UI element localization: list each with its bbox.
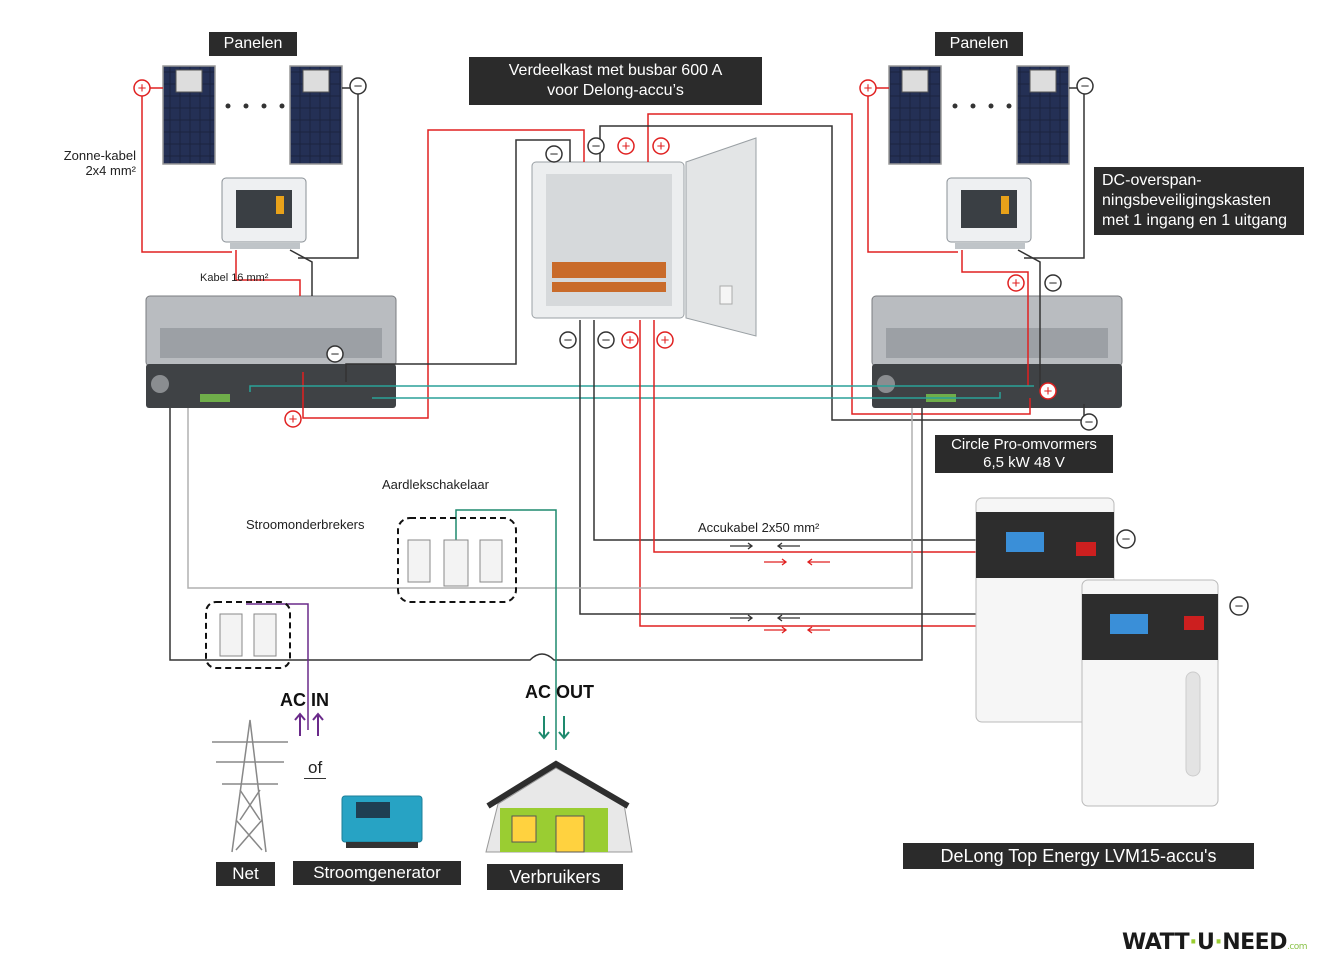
- logo-sep: ·: [1214, 930, 1223, 955]
- ac-wires: [169, 408, 923, 750]
- brand-logo: WATT·U·NEED.com: [1122, 930, 1308, 955]
- solar-cable-label: Zonne-kabel 2x4 mm²: [40, 148, 136, 178]
- panels-right-label: Panelen: [935, 32, 1023, 56]
- svg-text:−: −: [602, 332, 611, 349]
- minus-marker: −: [349, 77, 367, 95]
- inverter-label: Circle Pro-omvormers 6,5 kW 48 V: [935, 435, 1113, 473]
- dc-protection-box-left: [221, 177, 307, 249]
- plus-marker: +: [656, 331, 674, 349]
- plus-marker: +: [859, 79, 877, 97]
- panels-left-label: Panelen: [209, 32, 297, 56]
- busbar-distribution-box: [531, 137, 757, 337]
- battery-label: DeLong Top Energy LVM15-accu's: [903, 843, 1254, 869]
- breaker-group-ac-out: [397, 517, 517, 603]
- generator-label: Stroomgenerator: [293, 861, 461, 885]
- minus-marker: −: [545, 145, 563, 163]
- house: [485, 760, 633, 853]
- panel-dots-right: [952, 103, 1012, 109]
- battery-2: [1081, 579, 1219, 807]
- dc-protection-line2: ningsbeveiligingskasten: [1102, 192, 1271, 209]
- minus-marker: −: [597, 331, 615, 349]
- svg-text:−: −: [354, 78, 363, 95]
- svg-text:+: +: [1044, 383, 1053, 400]
- svg-text:−: −: [1049, 275, 1058, 292]
- solar-panel-left-1: [162, 65, 216, 165]
- inverter-left: [145, 295, 397, 408]
- svg-text:−: −: [1235, 598, 1244, 615]
- plus-marker: +: [621, 331, 639, 349]
- svg-text:−: −: [550, 146, 559, 163]
- battery-1: [975, 497, 1115, 723]
- logo-sep: ·: [1189, 930, 1197, 955]
- minus-marker: −: [326, 345, 344, 363]
- logo-part-a: WATT: [1122, 930, 1190, 955]
- svg-text:+: +: [622, 138, 631, 155]
- communication-wires: [249, 385, 1034, 399]
- svg-text:−: −: [592, 138, 601, 155]
- svg-text:−: −: [1122, 531, 1131, 548]
- logo-part-b: U: [1196, 930, 1215, 955]
- panel-dots-left: [225, 103, 285, 109]
- svg-text:−: −: [1085, 414, 1094, 431]
- svg-text:+: +: [864, 80, 873, 97]
- cable16-label: Kabel 16 mm²: [200, 272, 269, 284]
- plus-marker: +: [1007, 274, 1025, 292]
- inverter-label-line2: 6,5 kW 48 V: [983, 454, 1065, 471]
- solar-panel-left-2: [289, 65, 343, 165]
- solar-wires: [141, 87, 1085, 390]
- minus-marker: −: [559, 331, 577, 349]
- dc-protection-line1: DC-overspan-: [1102, 172, 1202, 189]
- current-arrows: [730, 542, 830, 634]
- plus-marker: +: [652, 137, 670, 155]
- svg-text:+: +: [661, 332, 670, 349]
- plus-marker: +: [617, 137, 635, 155]
- grid-tower: [212, 719, 288, 853]
- polarity-markers: + − + − − − + + − − + + − + + − + − − −: [133, 77, 1249, 616]
- svg-text:+: +: [626, 332, 635, 349]
- consumers-label: Verbruikers: [487, 864, 623, 890]
- plus-marker: +: [133, 79, 151, 97]
- or-label: of: [304, 758, 327, 779]
- svg-text:+: +: [1012, 275, 1021, 292]
- solar-panel-right-1: [888, 65, 942, 165]
- minus-marker: −: [1076, 77, 1094, 95]
- breaker-group-ac-in: [205, 601, 291, 669]
- rcd-label: Aardlekschakelaar: [382, 477, 489, 492]
- svg-text:+: +: [289, 411, 298, 428]
- ac-in-label: AC IN: [280, 690, 329, 710]
- battery-cable-label: Accukabel 2x50 mm²: [698, 520, 820, 535]
- ac-out-arrows: [538, 716, 570, 740]
- solar-cable-line1: Zonne-kabel: [63, 148, 136, 163]
- generator: [341, 795, 423, 848]
- inverter-right: [871, 295, 1123, 408]
- breakers-label: Stroomonderbrekers: [246, 517, 365, 532]
- ac-out-label: AC OUT: [525, 682, 594, 702]
- ac-in-arrows: [294, 712, 324, 736]
- busbar-label-line2: voor Delong-accu’s: [547, 82, 684, 99]
- busbar-label-line1: Verdeelkast met busbar 600 A: [508, 62, 723, 79]
- svg-text:−: −: [331, 346, 340, 363]
- svg-text:−: −: [564, 332, 573, 349]
- net-label: Net: [216, 862, 275, 886]
- dc-protection-box-right: [946, 177, 1032, 249]
- plus-marker: +: [284, 410, 302, 428]
- inverter-label-line1: Circle Pro-omvormers: [951, 436, 1097, 453]
- solar-cable-line2: 2x4 mm²: [85, 163, 136, 178]
- minus-marker: −: [1116, 529, 1136, 549]
- logo-part-c: NEED: [1222, 930, 1287, 955]
- minus-marker: −: [1044, 274, 1062, 292]
- solar-panel-right-2: [1016, 65, 1070, 165]
- dc-protection-line3: met 1 ingang en 1 uitgang: [1102, 212, 1288, 229]
- logo-suffix: .com: [1286, 942, 1308, 952]
- dc-protection-label: DC-overspan- ningsbeveiligingskasten met…: [1094, 167, 1304, 235]
- svg-text:−: −: [1081, 78, 1090, 95]
- svg-text:+: +: [657, 138, 666, 155]
- plus-marker: +: [1039, 382, 1057, 400]
- svg-text:+: +: [138, 80, 147, 97]
- minus-marker: −: [1229, 596, 1249, 616]
- minus-marker: −: [1080, 413, 1098, 431]
- busbar-box-label: Verdeelkast met busbar 600 A voor Delong…: [469, 57, 762, 105]
- minus-marker: −: [587, 137, 605, 155]
